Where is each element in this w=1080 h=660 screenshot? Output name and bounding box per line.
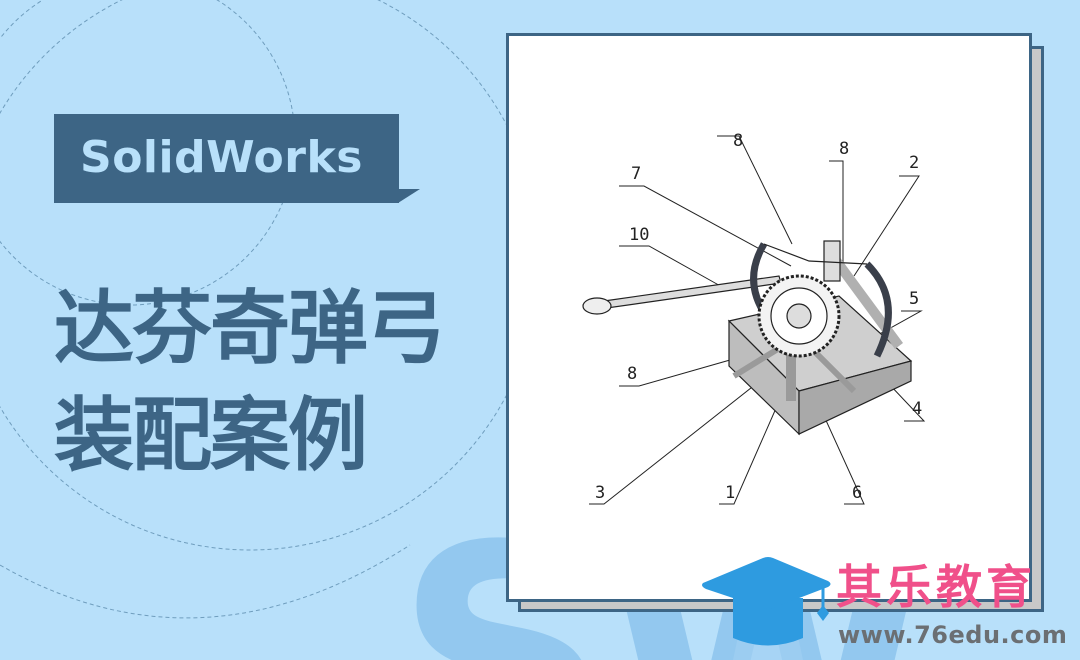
assembly-drawing: 8 8 2 7 10 5 8 4 3 1 6 [582, 131, 926, 505]
graduation-cap-icon [702, 557, 831, 660]
callout-5: 5 [909, 289, 919, 309]
callout-1: 1 [725, 483, 735, 503]
callout-7: 7 [631, 164, 641, 184]
title-line-2: 装配案例 [54, 389, 368, 482]
callout-4: 4 [912, 399, 922, 419]
callout-8-lower: 8 [627, 364, 637, 384]
drawing-frame: 8 8 2 7 10 5 8 4 3 1 6 [506, 33, 1032, 602]
solidworks-tag [54, 114, 399, 203]
callout-2: 2 [909, 153, 919, 173]
callout-8-top: 8 [839, 139, 849, 159]
callout-10: 10 [629, 225, 649, 245]
tag-label: SolidWorks [80, 132, 363, 183]
callout-3: 3 [595, 483, 605, 503]
brand-url[interactable]: www.76edu.com [838, 621, 1068, 649]
callout-6: 6 [852, 483, 862, 503]
brand-name: 其乐教育 [836, 560, 1036, 614]
tag-tail [398, 189, 420, 203]
callout-8-upper-left: 8 [733, 131, 743, 151]
title-line-1: 达芬奇弹弓 [54, 282, 446, 375]
dashed-arc-bottom [0, 544, 411, 619]
